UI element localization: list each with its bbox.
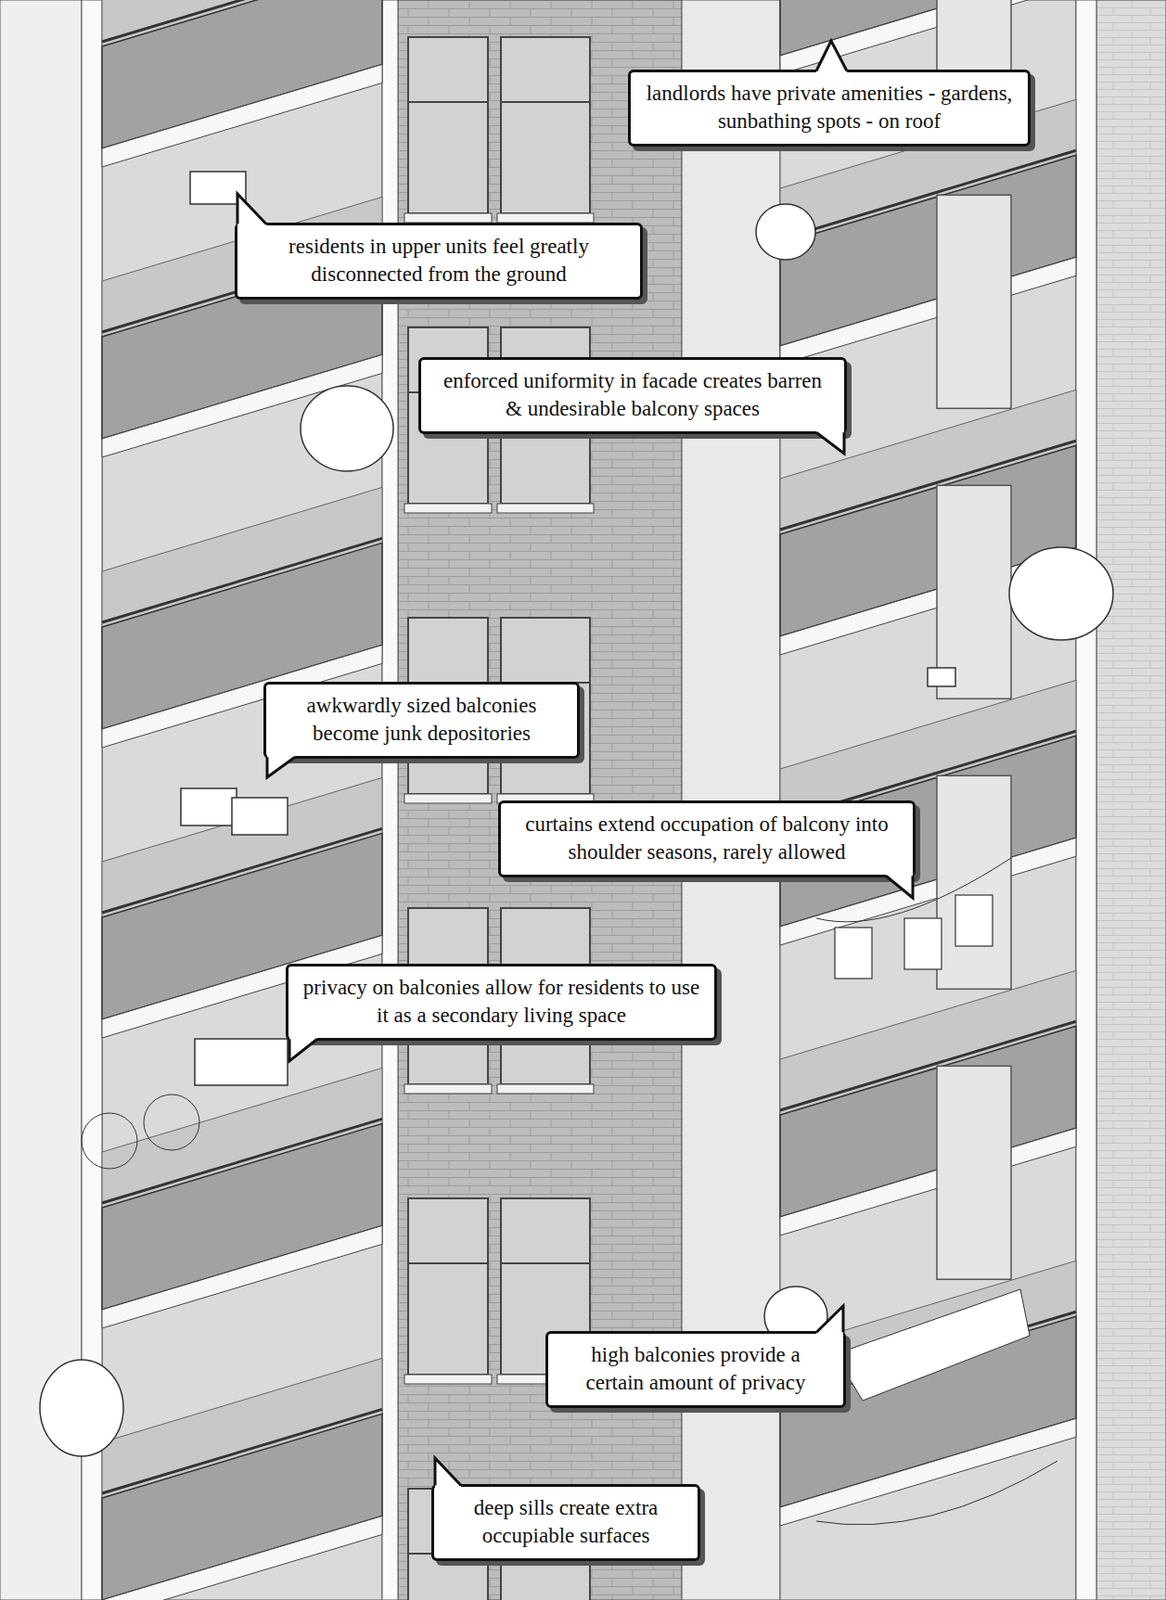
bicycle-wheel — [81, 1113, 138, 1169]
balcony-slab — [102, 1515, 383, 1600]
balcony-floors — [102, 0, 1077, 1600]
handrail — [102, 1118, 383, 1204]
stored-box — [927, 667, 956, 687]
callout-text: residents in upper units feel greatly di… — [250, 232, 628, 289]
callout-text: awkwardly sized balconies become junk de… — [279, 691, 564, 748]
balcony-slab — [780, 1418, 1077, 1526]
callout-text: curtains extend occupation of balcony in… — [513, 810, 900, 867]
brick-wall — [1096, 0, 1166, 1600]
window-sill — [404, 794, 492, 804]
string-lights — [816, 1460, 1058, 1525]
callout-tail — [816, 432, 845, 454]
handrail — [780, 440, 1077, 530]
balcony-door — [936, 1065, 1012, 1280]
window-mullion — [408, 1262, 488, 1265]
window-mullion — [500, 101, 590, 103]
handrail — [102, 828, 383, 913]
laundry — [955, 895, 993, 947]
handrail — [102, 0, 383, 42]
stored-box — [190, 171, 246, 205]
handrail — [102, 1409, 383, 1494]
callout-box: high balconies provide a certain amount … — [545, 1331, 846, 1409]
bicycle-wheel — [143, 1094, 200, 1151]
callout-tail — [435, 1458, 462, 1487]
stored-box — [194, 1038, 288, 1086]
callout-text: deep sills create extra occupiable surfa… — [447, 1494, 685, 1551]
callout-text: landlords have private amenities - garde… — [643, 79, 1015, 136]
pilaster — [1076, 0, 1097, 1600]
window-sill — [497, 1084, 594, 1094]
handrail — [780, 150, 1077, 240]
facade-details — [39, 171, 1114, 1525]
handrail — [102, 538, 383, 623]
callout-box: enforced uniformity in facade creates ba… — [418, 357, 847, 435]
balcony-slab — [780, 256, 1077, 365]
callout-text: enforced uniformity in facade creates ba… — [434, 367, 832, 423]
laundry — [834, 927, 872, 979]
callout-box: curtains extend occupation of balcony in… — [498, 800, 916, 878]
callout-text: high balconies provide a certain amount … — [561, 1341, 831, 1397]
window-sill — [404, 213, 492, 223]
balcony-slab — [102, 1225, 383, 1329]
stored-box — [231, 797, 288, 835]
callout-tail — [267, 756, 295, 778]
window-sill — [404, 1374, 492, 1384]
handrail — [780, 1021, 1077, 1111]
balcony-slab — [102, 64, 383, 167]
balcony-door — [936, 485, 1012, 699]
window-sill — [404, 503, 492, 513]
satellite-dish — [39, 1359, 124, 1457]
callout-tail — [816, 1306, 844, 1333]
window-sill — [497, 503, 594, 513]
laundry — [904, 918, 942, 970]
callout-box: awkwardly sized balconies become junk de… — [263, 681, 580, 759]
balcony-slab — [780, 0, 1077, 75]
margin-wall — [0, 0, 82, 1600]
hammock — [834, 1289, 1030, 1401]
satellite-dish — [1009, 547, 1114, 641]
balcony-door — [936, 775, 1012, 989]
window-sill — [404, 1084, 492, 1094]
callout-box: residents in upper units feel greatly di… — [234, 222, 643, 300]
callout-box: deep sills create extra occupiable surfa… — [431, 1484, 701, 1562]
balcony-slab — [780, 1127, 1077, 1236]
balcony-railing — [102, 0, 383, 149]
callout-tail — [816, 40, 847, 72]
callout-box: privacy on balconies allow for residents… — [285, 963, 718, 1041]
stored-box — [180, 788, 237, 826]
satellite-dish — [755, 204, 816, 260]
satellite-dish — [300, 385, 394, 472]
callout-text: privacy on balconies allow for residents… — [301, 973, 702, 1030]
window — [500, 37, 590, 214]
window — [408, 1198, 488, 1375]
window-sill — [497, 213, 594, 223]
callout-tail — [289, 1038, 318, 1062]
callout-box: landlords have private amenities - garde… — [627, 69, 1031, 147]
callout-tail — [885, 875, 913, 898]
window — [408, 37, 488, 214]
callout-tail — [237, 193, 267, 225]
balcony-door — [936, 194, 1012, 409]
window-mullion — [500, 1262, 590, 1265]
window-mullion — [408, 101, 488, 103]
